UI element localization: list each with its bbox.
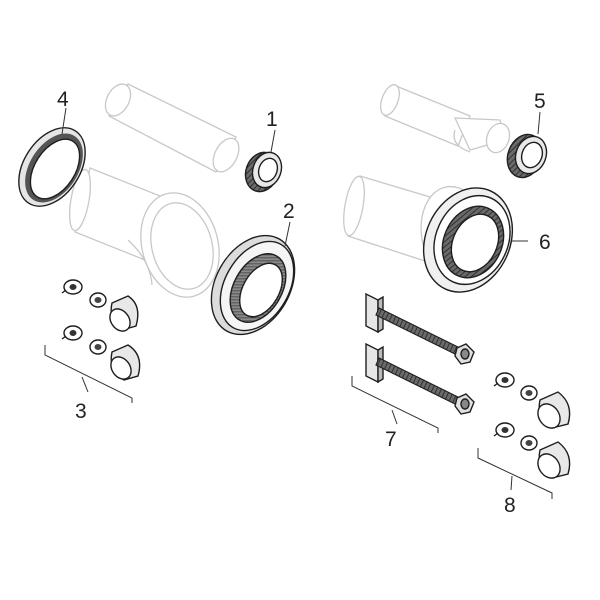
part-8-fixing-kit: [493, 372, 571, 479]
ghost-pipe-with-socket-left: [68, 167, 220, 298]
rod-top: [365, 292, 475, 365]
part-3-fixing-kit: [61, 279, 141, 381]
cap-bottom-right: [537, 441, 571, 479]
part-2-socket-seal: [210, 234, 296, 336]
label-part-4: 4: [57, 88, 69, 111]
ghost-straight-pipe-left: [104, 83, 240, 173]
washer-top: [89, 292, 107, 308]
label-part-3: 3: [75, 400, 87, 423]
label-part-1: 1: [266, 108, 278, 131]
label-part-8: 8: [504, 494, 516, 517]
label-part-5: 5: [534, 90, 546, 113]
part-1-threaded-sealing-ring: [244, 151, 283, 193]
cap-top-right: [537, 391, 571, 429]
washer-bottom: [89, 339, 107, 355]
label-part-7: 7: [385, 428, 397, 451]
label-part-6: 6: [539, 231, 551, 254]
cap-top: [109, 295, 139, 332]
washer-screw-bottom: [61, 325, 83, 341]
washer-bottom-right: [520, 435, 538, 451]
washer-top-right: [520, 385, 538, 401]
part-7-mounting-rods: [365, 292, 475, 415]
cap-bottom: [110, 344, 141, 381]
washer-screw-top-right: [493, 372, 515, 388]
rod-bottom: [365, 342, 475, 415]
washer-screw-top: [61, 279, 83, 295]
part-4-flat-seal-ring: [18, 127, 86, 207]
washer-screw-bottom-right: [493, 422, 515, 438]
part-6-large-socket-seal: [422, 187, 514, 293]
leader-lines: [44, 107, 553, 499]
part-5-threaded-sealing-ring: [506, 133, 548, 179]
label-part-2: 2: [283, 200, 295, 223]
ghost-pipe-with-branch-right: [380, 84, 511, 154]
